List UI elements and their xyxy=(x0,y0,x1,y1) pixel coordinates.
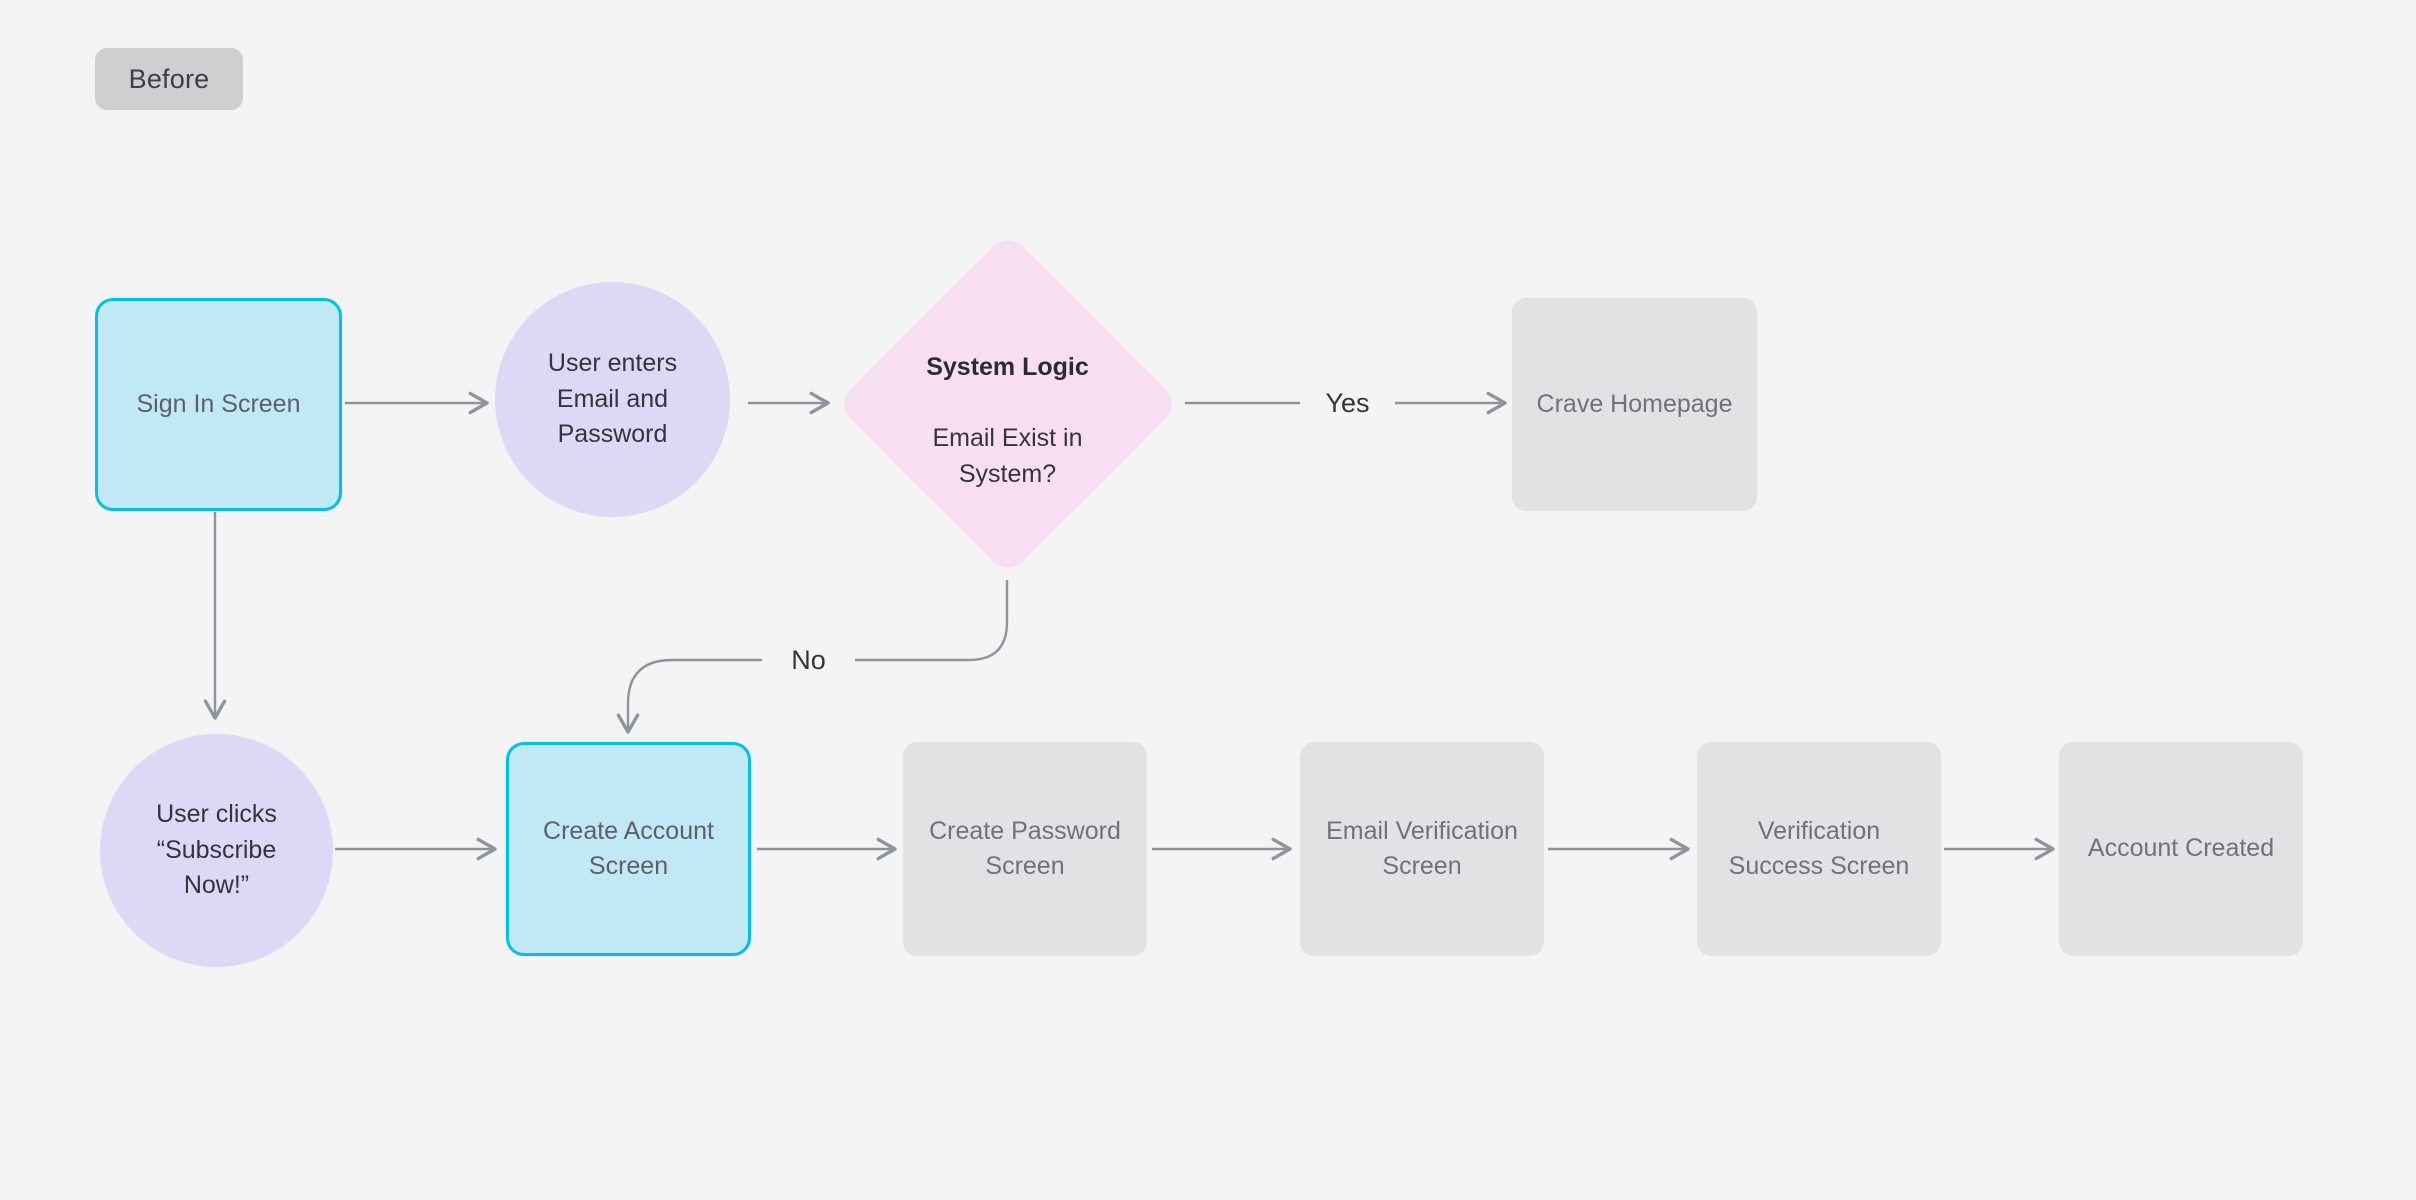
node-user-enters-credentials-label: User enters Email and Password xyxy=(547,349,678,449)
node-user-clicks-subscribe-label: User clicks “Subscribe Now!” xyxy=(156,800,277,900)
before-badge-label: Before xyxy=(128,63,210,94)
node-crave-homepage[interactable]: Crave Homepage xyxy=(1512,298,1757,511)
node-account-created-label: Account Created xyxy=(2087,834,2275,863)
edge-label-yes: Yes xyxy=(1300,378,1395,428)
node-sign-in-screen-label: Sign In Screen xyxy=(136,389,301,418)
before-badge[interactable]: Before xyxy=(95,48,243,110)
node-user-enters-credentials[interactable]: User enters Email and Password xyxy=(495,282,730,517)
node-system-logic[interactable]: System Logic Email Exist in System? xyxy=(834,230,1181,577)
edge-label-no: No xyxy=(762,635,855,685)
node-user-clicks-subscribe[interactable]: User clicks “Subscribe Now!” xyxy=(100,734,333,967)
node-system-logic-title: System Logic xyxy=(926,353,1089,382)
node-crave-homepage-label: Crave Homepage xyxy=(1536,389,1733,418)
edge-nolabel-to-createaccount xyxy=(616,658,762,734)
edge-label-no-text: No xyxy=(791,644,826,675)
node-system-logic-label: System Logic Email Exist in System? xyxy=(916,315,1099,493)
node-verification-success-screen-label: Verification Success Screen xyxy=(1728,816,1910,881)
node-email-verification-screen[interactable]: Email Verification Screen xyxy=(1300,742,1544,956)
node-account-created[interactable]: Account Created xyxy=(2059,742,2303,956)
node-create-password-screen-label: Create Password Screen xyxy=(929,816,1121,881)
node-verification-success-screen[interactable]: Verification Success Screen xyxy=(1697,742,1941,956)
node-create-account-screen[interactable]: Create Account Screen xyxy=(506,742,751,956)
edge-label-yes-text: Yes xyxy=(1325,387,1370,418)
edge-logic-to-nolabel xyxy=(855,580,1009,662)
node-email-verification-screen-label: Email Verification Screen xyxy=(1326,816,1518,881)
node-create-account-screen-label: Create Account Screen xyxy=(543,816,714,881)
node-sign-in-screen[interactable]: Sign In Screen xyxy=(95,298,342,511)
node-system-logic-question: Email Exist in System? xyxy=(932,424,1083,488)
node-create-password-screen[interactable]: Create Password Screen xyxy=(903,742,1147,956)
